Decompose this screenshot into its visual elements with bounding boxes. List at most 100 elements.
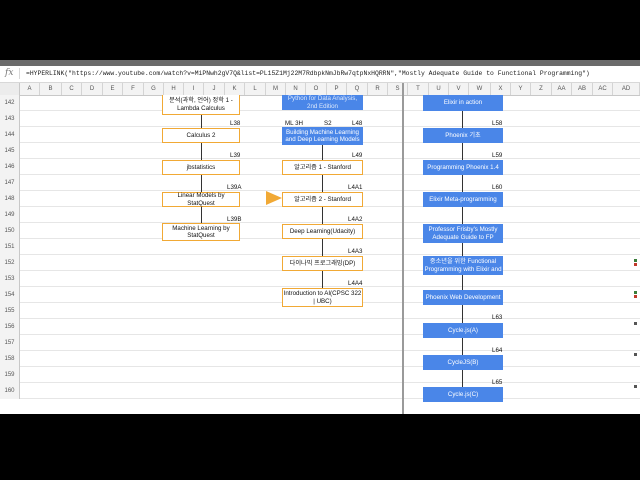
column-header[interactable]: AB (572, 83, 593, 95)
connector-line (201, 175, 202, 192)
item-label: Cycle.js(A) (448, 326, 478, 334)
column-header[interactable]: M (266, 83, 286, 95)
column-header[interactable]: AD (613, 83, 640, 95)
left-track-item[interactable]: Machine Learning by StatQuest (162, 223, 240, 241)
item-label: 알고리즘 1 - Stanford (294, 163, 351, 171)
column-header[interactable]: D (82, 83, 103, 95)
column-header[interactable]: AC (593, 83, 613, 95)
left-track-item[interactable]: Linear Models by StatQuest (162, 192, 240, 207)
item-tag: L64 (492, 347, 503, 354)
row-number[interactable]: 147 (0, 175, 20, 191)
item-label: Phoenix Web Development (425, 293, 501, 301)
column-header[interactable]: W (469, 83, 491, 95)
middle-track-top-box[interactable]: Python for Data Analysis, 2nd Edition (282, 95, 363, 110)
row-number[interactable]: 152 (0, 255, 20, 271)
right-track-item[interactable]: Phoenix 기초 (423, 128, 503, 143)
left-track-item[interactable]: 분석(과학, 언어) 정학 1 - Lambda Calculus (162, 95, 240, 115)
row-number[interactable]: 154 (0, 287, 20, 303)
column-header[interactable]: B (40, 83, 62, 95)
column-header[interactable]: R (368, 83, 388, 95)
connector-line (322, 175, 323, 192)
connector-line (322, 145, 323, 160)
column-header[interactable]: N (286, 83, 306, 95)
row-number[interactable]: 145 (0, 143, 20, 159)
row-number[interactable]: 155 (0, 303, 20, 319)
grid-row: 145 (0, 143, 640, 159)
item-label: 다이나믹 프로그래밍(DP) (289, 259, 356, 267)
freeze-divider[interactable] (402, 83, 404, 414)
row-number[interactable]: 157 (0, 335, 20, 351)
column-header[interactable]: J (204, 83, 225, 95)
column-header[interactable]: Z (531, 83, 552, 95)
right-track-item[interactable]: Elixir Meta-programming (423, 192, 503, 207)
column-header[interactable]: H (164, 83, 184, 95)
column-header[interactable]: F (123, 83, 144, 95)
formula-text[interactable]: =HYPERLINK("https://www.youtube.com/watc… (26, 70, 590, 77)
select-all-corner[interactable] (0, 83, 20, 95)
row-number[interactable]: 143 (0, 111, 20, 127)
row-number[interactable]: 150 (0, 223, 20, 239)
column-header[interactable]: P (327, 83, 347, 95)
column-header[interactable]: T (408, 83, 429, 95)
right-track-item[interactable]: Professor Frisby's Mostly Adequate Guide… (423, 224, 503, 243)
right-track-item[interactable]: Programming Phoenix 1.4 (423, 160, 503, 175)
grid-row: 153 (0, 271, 640, 287)
item-tag: L65 (492, 379, 503, 386)
column-header[interactable]: L (245, 83, 266, 95)
column-header[interactable]: C (62, 83, 82, 95)
column-header[interactable]: O (306, 83, 327, 95)
row-number[interactable]: 146 (0, 159, 20, 175)
column-header[interactable]: S (388, 83, 408, 95)
connector-line (322, 239, 323, 256)
right-track-item[interactable]: Cycle.js(A) (423, 323, 503, 338)
row-number[interactable]: 142 (0, 95, 20, 111)
item-tag: L49 (352, 152, 363, 159)
item-tag: L38 (230, 120, 241, 127)
column-header[interactable]: A (20, 83, 40, 95)
right-track-item[interactable]: Elixir in action (423, 95, 503, 111)
column-header[interactable]: E (103, 83, 123, 95)
column-header[interactable]: K (225, 83, 245, 95)
row-number[interactable]: 156 (0, 319, 20, 335)
row-number[interactable]: 158 (0, 351, 20, 367)
left-track-item[interactable]: jbstatistics (162, 160, 240, 175)
row-number[interactable]: 151 (0, 239, 20, 255)
formula-bar[interactable]: fx =HYPERLINK("https://www.youtube.com/w… (0, 66, 640, 83)
column-header[interactable]: I (184, 83, 204, 95)
connector-line (462, 370, 463, 387)
middle-track-item[interactable]: 다이나믹 프로그래밍(DP) (282, 256, 363, 271)
connector-line (462, 111, 463, 128)
row-number[interactable]: 153 (0, 271, 20, 287)
column-header[interactable]: G (144, 83, 164, 95)
left-track-item[interactable]: Calculus 2 (162, 128, 240, 143)
row-number[interactable]: 160 (0, 383, 20, 399)
connector-line (201, 143, 202, 160)
item-label: Machine Learning by StatQuest (172, 224, 230, 239)
column-header[interactable]: Q (347, 83, 368, 95)
right-track-item[interactable]: Phoenix Web Development (423, 290, 503, 305)
middle-track-item[interactable]: 알고리즘 1 - Stanford (282, 160, 363, 175)
row-number[interactable]: 148 (0, 191, 20, 207)
row-number[interactable]: 159 (0, 367, 20, 383)
connector-line (462, 338, 463, 355)
column-header[interactable]: X (491, 83, 511, 95)
connector-line (462, 175, 463, 192)
row-number[interactable]: 144 (0, 127, 20, 143)
right-track-item[interactable]: Cycle.js(C) (423, 387, 503, 402)
item-tag: L58 (492, 120, 503, 127)
right-track-item[interactable]: 중소년을 위한 Functional Programming with Elix… (423, 256, 503, 275)
column-header[interactable]: AA (552, 83, 572, 95)
middle-track-item[interactable]: 알고리즘 2 - Stanford (282, 192, 363, 207)
item-label: 분석(과학, 언어) 정학 1 - Lambda Calculus (169, 97, 233, 112)
column-header[interactable]: U (429, 83, 449, 95)
column-header[interactable]: Y (511, 83, 531, 95)
right-track-item[interactable]: CycleJS(B) (423, 355, 503, 370)
middle-track-item[interactable]: Deep Learning(Udacity) (282, 224, 363, 239)
row-number[interactable]: 149 (0, 207, 20, 223)
item-tag: L59 (492, 152, 503, 159)
column-header[interactable]: V (449, 83, 469, 95)
middle-track-highlight[interactable]: Building Machine Learning and Deep Learn… (282, 127, 363, 145)
formula-divider (19, 68, 20, 79)
middle-track-item[interactable]: Introduction to AI(CPSC 322 | UBC) (282, 288, 363, 307)
grid-row: 158 (0, 351, 640, 367)
